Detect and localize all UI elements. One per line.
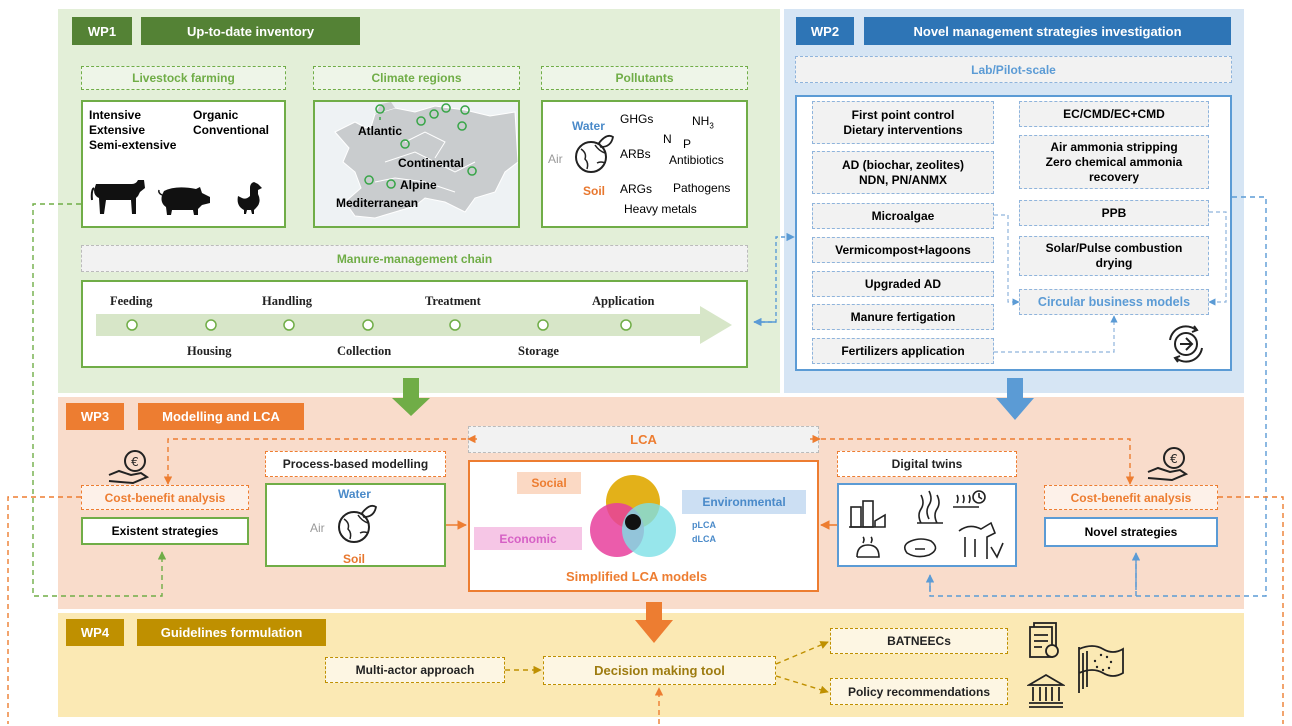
wp2-left-item: Manure fertigation <box>812 304 994 330</box>
nh3-base: NH <box>692 114 710 128</box>
chain-step-top: Treatment <box>425 294 481 308</box>
chain-step-bottom: Collection <box>337 344 392 358</box>
wp2-left-item: Upgraded AD <box>812 271 994 297</box>
lca-environmental: Environmental <box>682 490 806 514</box>
livestock-conventional: Conventional <box>193 123 270 137</box>
cba-left: Cost-benefit analysis <box>81 485 249 510</box>
wp2-right-item: PPB <box>1019 200 1209 226</box>
pollutant-pathogens: Pathogens <box>673 181 731 195</box>
wp2-title: Novel management strategies investigatio… <box>864 17 1231 45</box>
wp2-left-item: Microalgae <box>812 203 994 229</box>
chicken-icon <box>237 182 262 214</box>
wp1-title: Up-to-date inventory <box>141 17 360 45</box>
wp2-tag: WP2 <box>796 17 854 45</box>
coin-hand-icon: € <box>1147 447 1189 482</box>
livestock-title: Livestock farming <box>81 66 286 90</box>
climate-continental: Continental <box>398 156 464 170</box>
svg-text:€: € <box>131 455 139 469</box>
wp2-left-item: Vermicompost+lagoons <box>812 237 994 263</box>
pollutant-arbs: ARBs <box>620 147 651 161</box>
chain-step-top: Application <box>592 294 655 308</box>
pollutants-title: Pollutants <box>541 66 748 90</box>
digital-twins-label: Digital twins <box>837 451 1017 477</box>
pollutant-antibiotics: Antibiotics <box>669 153 724 167</box>
wp4-title: Guidelines formulation <box>137 619 326 646</box>
circular-business-models: Circular business models <box>1019 289 1209 315</box>
wp1-tag: WP1 <box>72 17 132 45</box>
chain-step-bottom: Housing <box>187 344 232 358</box>
wp3-tag: WP3 <box>66 403 124 430</box>
process-modelling-box <box>265 483 446 567</box>
pollutant-air: Air <box>548 152 563 166</box>
chain-step-top: Handling <box>262 294 313 308</box>
policy-recommendations: Policy recommendations <box>830 678 1008 705</box>
chain-step-top: Feeding <box>110 294 153 308</box>
wp2-right-item: EC/CMD/EC+CMD <box>1019 101 1209 127</box>
livestock-semi: Semi-extensive <box>89 138 177 152</box>
pollutant-water: Water <box>572 119 605 133</box>
lca-plca: pLCA <box>692 520 716 530</box>
pollutant-soil: Soil <box>583 184 606 198</box>
wp2-scale-label: Lab/Pilot-scale <box>795 56 1232 83</box>
earth-leaf-icon <box>338 504 378 543</box>
lca-label: LCA <box>468 426 819 453</box>
lca-dlca: dLCA <box>692 534 716 544</box>
document-icon <box>1029 622 1059 658</box>
multi-actor-approach: Multi-actor approach <box>325 657 505 683</box>
decision-making-tool: Decision making tool <box>543 656 776 685</box>
process-icons <box>849 490 1004 559</box>
cba-right: Cost-benefit analysis <box>1044 485 1218 510</box>
nh3-sub: 3 <box>709 121 714 131</box>
simplified-lca-label: Simplified LCA models <box>566 569 708 584</box>
batneecs: BATNEECs <box>830 628 1008 654</box>
venn-diagram <box>590 475 676 557</box>
livestock-intensive: Intensive <box>89 108 142 122</box>
wp2-left-item: AD (biochar, zeolites)NDN, PN/ANMX <box>812 151 994 194</box>
institution-icon <box>1027 673 1065 708</box>
process-modelling-label: Process-based modelling <box>265 451 446 477</box>
pollutant-args: ARGs <box>620 182 653 196</box>
pollutant-nh3: NH3 <box>692 114 714 130</box>
existent-strategies: Existent strategies <box>81 517 249 545</box>
climate-alpine: Alpine <box>400 178 437 192</box>
earth-leaf-icon <box>575 134 615 173</box>
climate-title: Climate regions <box>313 66 520 90</box>
pollutant-ghgs: GHGs <box>620 112 654 126</box>
svg-text:€: € <box>1170 452 1178 466</box>
pollutant-n: N <box>663 132 672 146</box>
pollutants-box <box>541 100 748 228</box>
lca-economic: Economic <box>474 527 582 550</box>
eu-flag-icon <box>1078 645 1124 693</box>
climate-mediterranean: Mediterranean <box>336 196 419 210</box>
wp4-tag: WP4 <box>66 619 124 646</box>
chain-title: Manure-management chain <box>81 245 748 272</box>
wp2-left-item: Fertilizers application <box>812 338 994 364</box>
livestock-extensive: Extensive <box>89 123 146 137</box>
chain-step-bottom: Storage <box>518 344 559 358</box>
novel-strategies: Novel strategies <box>1044 517 1218 547</box>
lca-social: Social <box>517 472 581 494</box>
pollutant-p: P <box>683 137 692 151</box>
pig-icon <box>158 187 210 215</box>
europe-map <box>334 102 518 219</box>
pollutant-heavy: Heavy metals <box>624 202 697 216</box>
livestock-organic: Organic <box>193 108 239 122</box>
process-air: Air <box>310 521 325 535</box>
chain-arrow <box>96 306 732 344</box>
cow-icon <box>90 180 145 214</box>
recycle-icon <box>1169 325 1203 363</box>
climate-atlantic: Atlantic <box>358 124 403 138</box>
wp3-title: Modelling and LCA <box>138 403 304 430</box>
process-water: Water <box>338 487 371 501</box>
coin-hand-icon: € <box>108 450 150 485</box>
process-soil: Soil <box>343 552 366 566</box>
